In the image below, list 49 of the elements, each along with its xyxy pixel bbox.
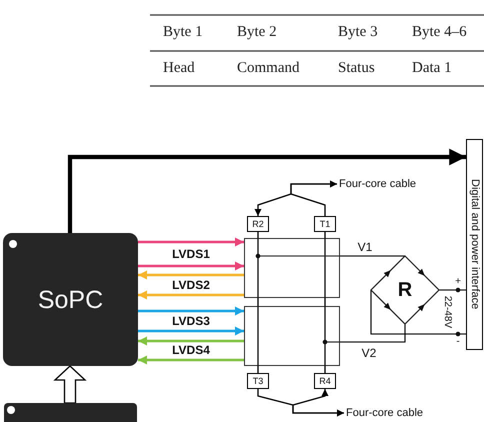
- port-box: T3: [247, 373, 269, 389]
- arrow: [138, 356, 244, 364]
- arrow: [138, 238, 244, 246]
- arrow: [138, 306, 244, 316]
- port-box: T1: [314, 216, 336, 232]
- port-box: R4: [314, 373, 336, 389]
- transformer-box: [244, 306, 340, 366]
- field-name: Data 1: [412, 59, 452, 77]
- transformer-box: [244, 238, 340, 298]
- connector-line: [324, 298, 326, 306]
- cable-label: Four-core cable: [344, 406, 424, 420]
- connector-line: [257, 298, 259, 306]
- arrow: [138, 270, 244, 280]
- wire: [370, 290, 466, 335]
- edge-label: LVDS2: [170, 278, 212, 292]
- chip-label: SoPC: [36, 284, 104, 316]
- wire: [340, 255, 405, 257]
- wire: [439, 289, 466, 291]
- arrow: [290, 180, 337, 216]
- block-arrow: [53, 365, 87, 404]
- arrow: [138, 326, 244, 336]
- chip-block: [3, 233, 138, 366]
- field-name: Command: [237, 59, 300, 77]
- field-name: Status: [338, 59, 375, 77]
- polarity-sign: -: [456, 337, 460, 347]
- arrow: [138, 290, 244, 300]
- bridge-diamond: [371, 256, 439, 324]
- column-heading: Byte 3: [338, 23, 378, 41]
- edge-label: LVDS1: [170, 247, 212, 261]
- field-name: Head: [163, 59, 195, 77]
- bridge-label: R: [396, 278, 414, 302]
- column-heading: Byte 1: [163, 23, 203, 41]
- edge-label: V2: [360, 346, 378, 360]
- polarity-sign: +: [455, 277, 461, 287]
- port-box: R2: [247, 216, 269, 232]
- arrow: [138, 262, 244, 270]
- arrow: [138, 336, 244, 346]
- cable-label: Four-core cable: [337, 177, 416, 191]
- edge-label: LVDS3: [170, 314, 212, 328]
- voltage-label: 22-48V: [441, 296, 453, 328]
- edge-label: LVDS4: [170, 343, 212, 357]
- arrow: [292, 389, 344, 416]
- column-heading: Byte 2: [237, 23, 277, 41]
- wire: [340, 324, 406, 343]
- edge-label: V1: [356, 240, 374, 254]
- chip-block: [4, 403, 137, 422]
- column-heading: Byte 4–6: [412, 23, 467, 41]
- arrow: [68, 148, 466, 233]
- interface-box: Digital and power interface: [466, 139, 483, 350]
